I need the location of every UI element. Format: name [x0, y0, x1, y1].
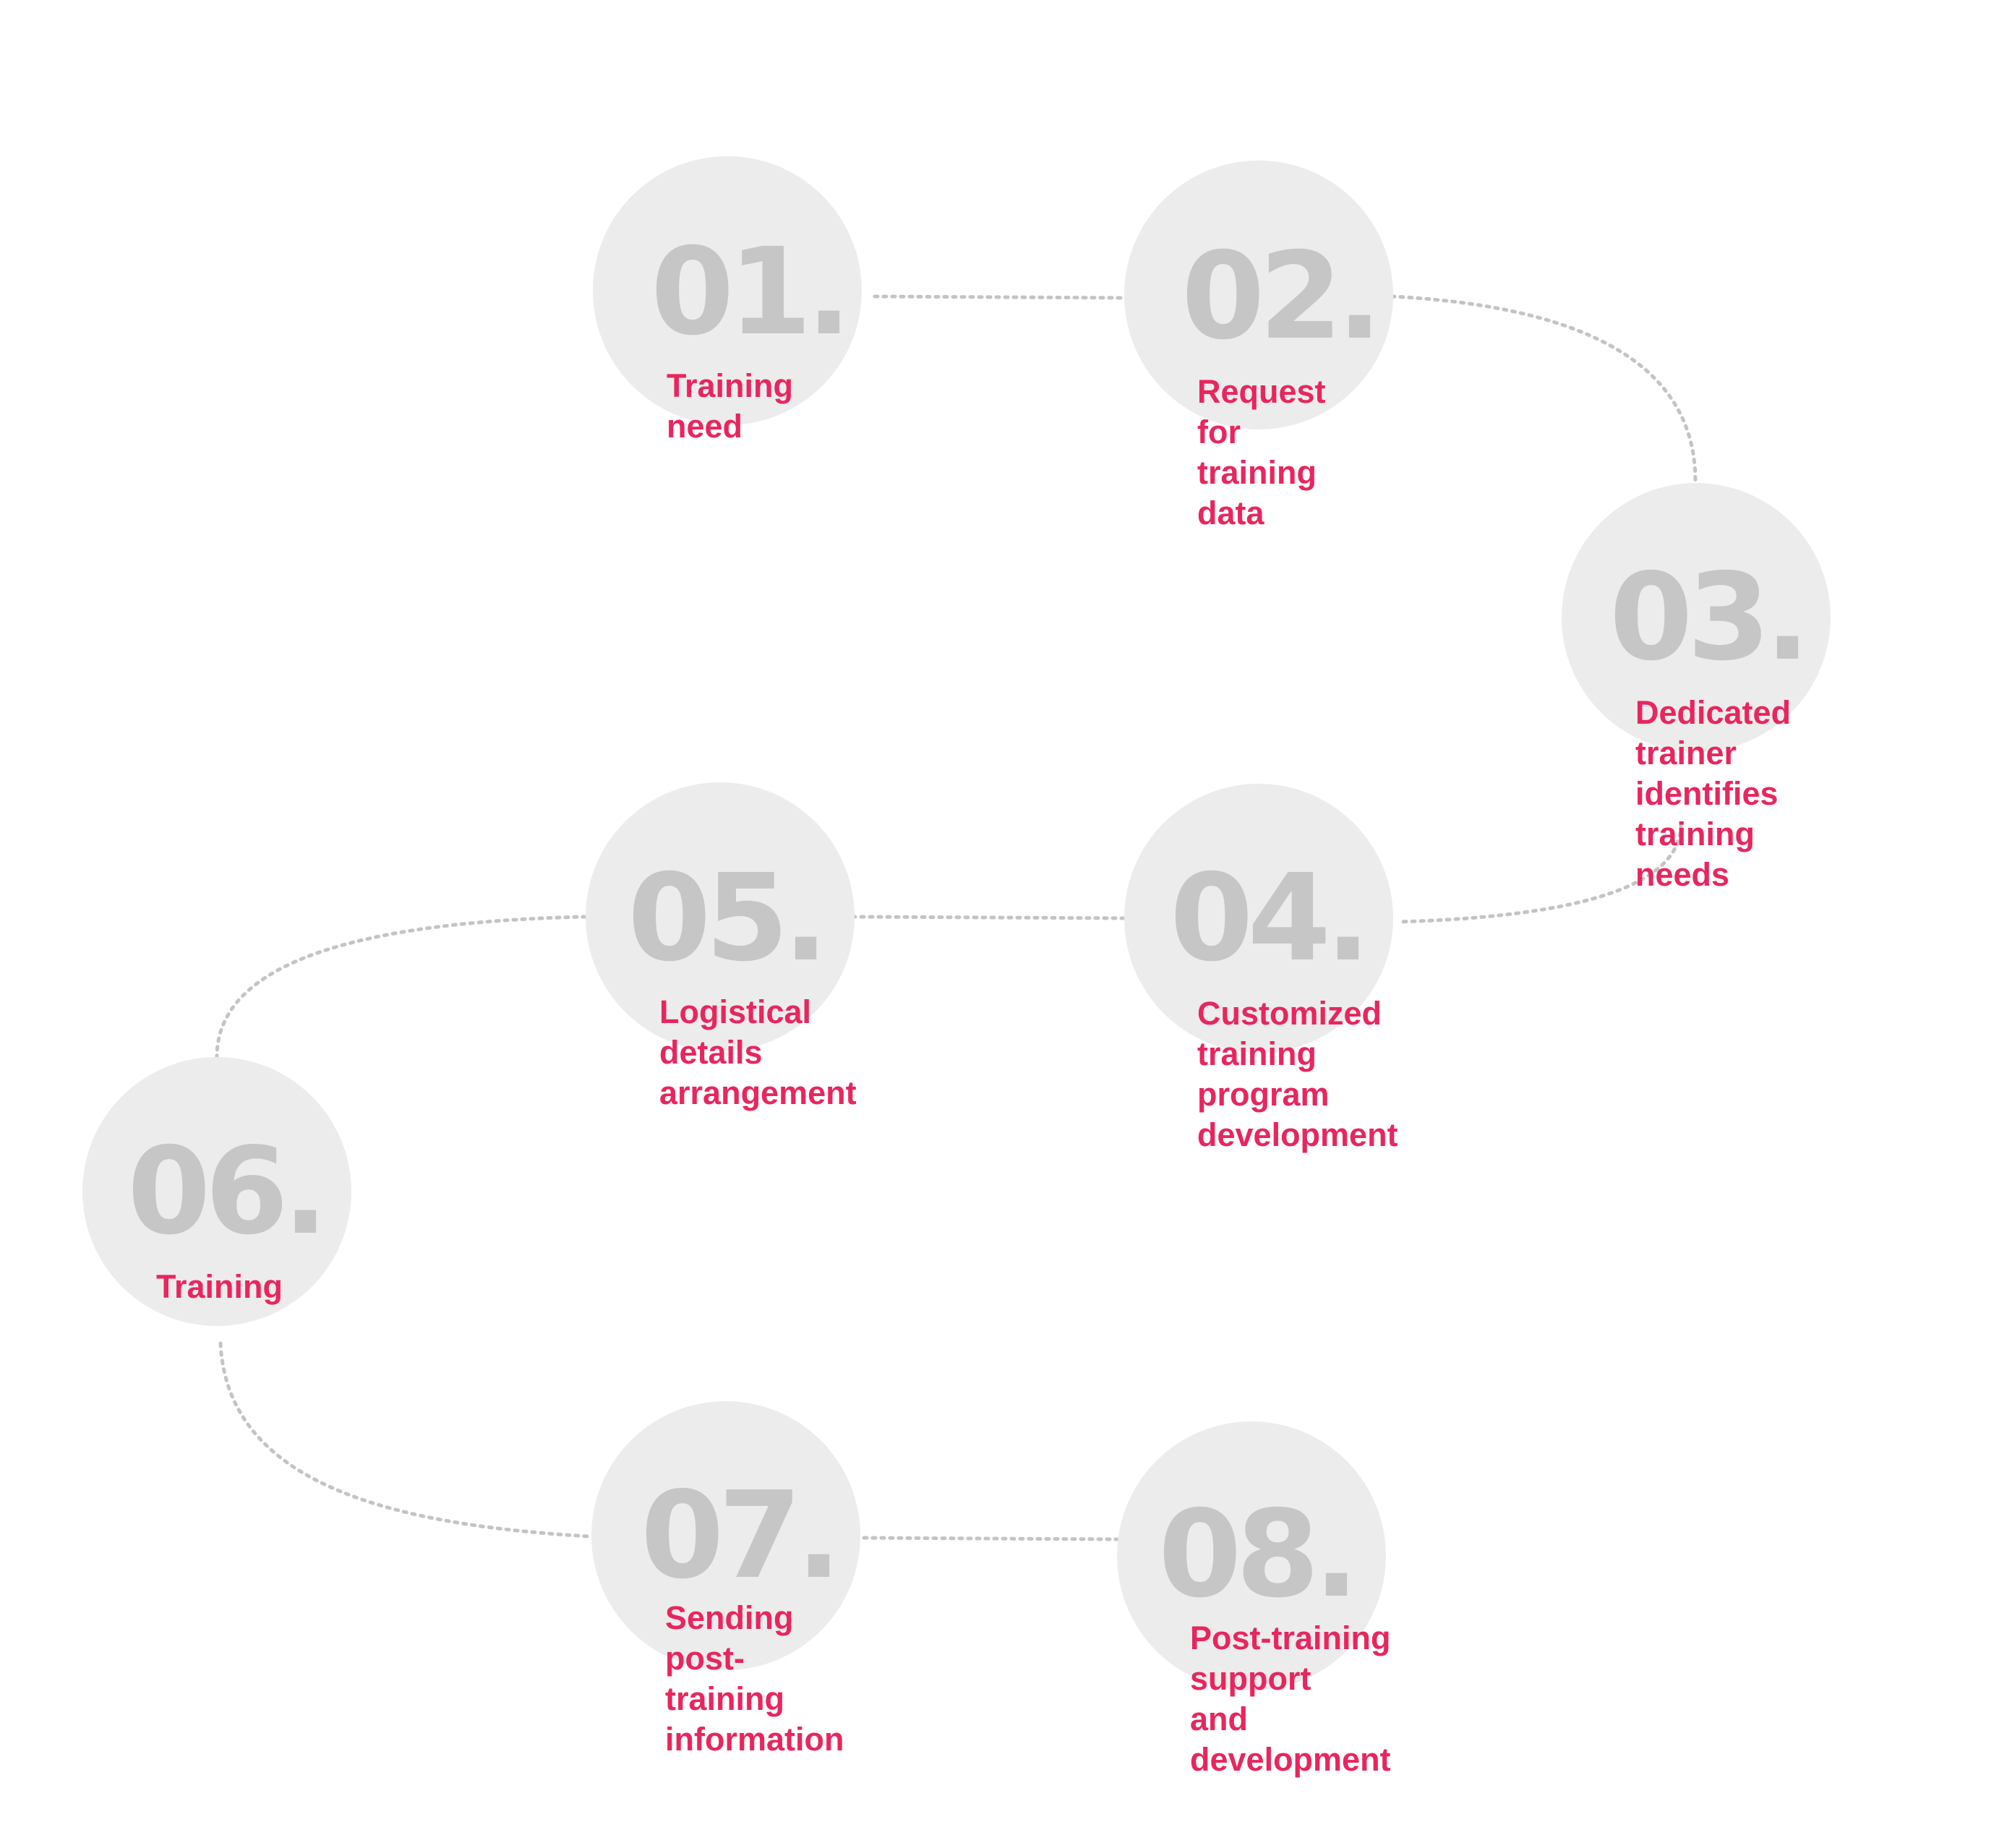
step-label: Logistical details arrangement	[659, 993, 857, 1111]
step-number: 06.	[127, 1122, 328, 1262]
connector-04-05	[851, 915, 1126, 920]
connector-03-04	[1397, 822, 1683, 924]
step-label: Training	[156, 1268, 283, 1305]
connector-02-03	[1390, 294, 1698, 483]
step-circle	[1124, 161, 1393, 429]
step-number: 01.	[651, 223, 852, 362]
step-circle	[1562, 483, 1831, 752]
step-circle	[1117, 1421, 1386, 1690]
step-circle	[586, 782, 855, 1051]
step-number: 03.	[1609, 548, 1810, 688]
step-number: 04.	[1170, 849, 1371, 988]
step-number: 07.	[641, 1466, 842, 1606]
step-label: Dedicated trainer identifies training ne…	[1635, 694, 1792, 893]
step-circle	[593, 156, 862, 425]
step-number: 05.	[628, 849, 829, 988]
connector-05-06	[215, 915, 588, 1059]
step-number: 08.	[1158, 1485, 1359, 1625]
connector-07-08	[862, 1536, 1119, 1541]
step-label: Post-training support and development	[1190, 1620, 1391, 1778]
connector-01-02	[873, 294, 1126, 300]
step-circle	[82, 1057, 351, 1326]
connector-06-07	[218, 1341, 591, 1539]
step-label: Sending post-training information	[665, 1599, 844, 1758]
step-circle	[591, 1401, 860, 1670]
step-label: Request for training data	[1197, 373, 1326, 531]
step-label: Customized training program development	[1197, 995, 1398, 1153]
step-circle	[1124, 784, 1393, 1053]
step-label: Training need	[667, 367, 794, 445]
step-number: 02.	[1181, 227, 1382, 367]
